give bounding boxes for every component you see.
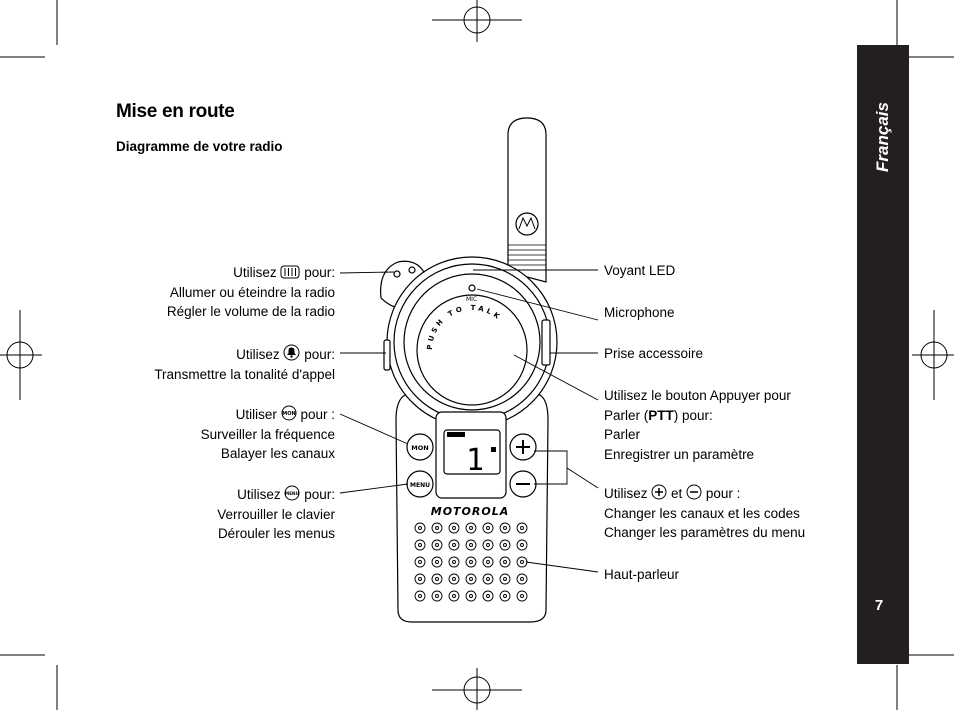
svg-text:MENU: MENU [285, 491, 300, 496]
speaker-hole-center [452, 560, 456, 564]
speaker-hole-center [469, 560, 473, 564]
led-indicator [468, 284, 476, 292]
minus-circle-icon [686, 484, 702, 500]
svg-text:MON: MON [282, 411, 295, 417]
speaker-hole-center [503, 526, 507, 530]
speaker-hole-center [435, 560, 439, 564]
speaker-hole-center [418, 526, 422, 530]
page-title: Mise en route [116, 101, 235, 122]
menu-button-icon: MENU [284, 485, 300, 501]
accessory-jack-label: Prise accessoire [604, 346, 704, 361]
speaker-hole-center [435, 577, 439, 581]
speaker-hole-center [452, 543, 456, 547]
microphone-label: Microphone [604, 305, 675, 320]
speaker-hole-center [520, 577, 524, 581]
speaker-hole-center [520, 594, 524, 598]
speaker-hole-center [418, 577, 422, 581]
speaker-hole-center [503, 594, 507, 598]
speaker-hole-center [503, 560, 507, 564]
plus-minus-description: Utilisez et pour : Changer les canaux et… [604, 484, 806, 540]
speaker-hole-center [418, 543, 422, 547]
speaker-hole-center [452, 526, 456, 530]
lcd-channel: 1 [466, 443, 484, 478]
volume-knob-label: Utilisez pour: Allumer ou éteindre la ra… [166, 265, 335, 319]
page-number: 7 [874, 597, 884, 614]
speaker-grille [414, 522, 528, 602]
speaker-hole-center [469, 577, 473, 581]
led-label: Voyant LED [604, 263, 676, 278]
call-bell-icon [283, 344, 300, 361]
lcd-screen [443, 429, 501, 475]
speaker-label: Haut-parleur [604, 567, 680, 582]
speaker-hole-center [520, 543, 524, 547]
speaker-hole-center [469, 526, 473, 530]
call-button-label: Utilisez pour: Transmettre la tonalité d… [154, 344, 335, 384]
speaker-hole-center [469, 543, 473, 547]
speaker-hole-center [486, 594, 490, 598]
plus-circle-icon [651, 484, 667, 500]
speaker-hole-center [486, 543, 490, 547]
language-tab [857, 45, 909, 664]
ptt-button [416, 294, 528, 406]
speaker-hole-center [418, 594, 422, 598]
menu-button-description: Utilisez MENU pour: Verrouiller le clavi… [217, 485, 335, 541]
menu-button-label: MENU [410, 482, 430, 489]
mon-button-icon: MON [281, 405, 297, 421]
speaker-hole-center [503, 543, 507, 547]
speaker-hole-center [486, 577, 490, 581]
speaker-hole-center [452, 577, 456, 581]
section-subtitle: Diagramme de votre radio [116, 139, 283, 154]
antenna [507, 117, 547, 283]
speaker-hole-center [435, 526, 439, 530]
speaker-hole-center [435, 543, 439, 547]
motorola-logo-icon [515, 212, 539, 236]
brand-text: MOTOROLA [431, 505, 510, 518]
mon-button-label: MON [411, 444, 428, 452]
speaker-hole-center [418, 560, 422, 564]
speaker-hole-center [486, 560, 490, 564]
speaker-hole-center [503, 577, 507, 581]
volume-knob-icon [280, 265, 300, 279]
ptt-description: Utilisez le bouton Appuyer pour Parler (… [604, 388, 791, 462]
mic-label: MIC [466, 296, 477, 303]
mon-button [406, 433, 434, 461]
speaker-hole-center [520, 560, 524, 564]
speaker-hole-center [435, 594, 439, 598]
callout-lines [339, 269, 599, 573]
speaker-hole-center [486, 526, 490, 530]
mon-button-description: Utiliser MON pour : Surveiller la fréque… [200, 405, 335, 461]
speaker-hole-center [452, 594, 456, 598]
speaker-hole-center [520, 526, 524, 530]
speaker-hole-center [469, 594, 473, 598]
